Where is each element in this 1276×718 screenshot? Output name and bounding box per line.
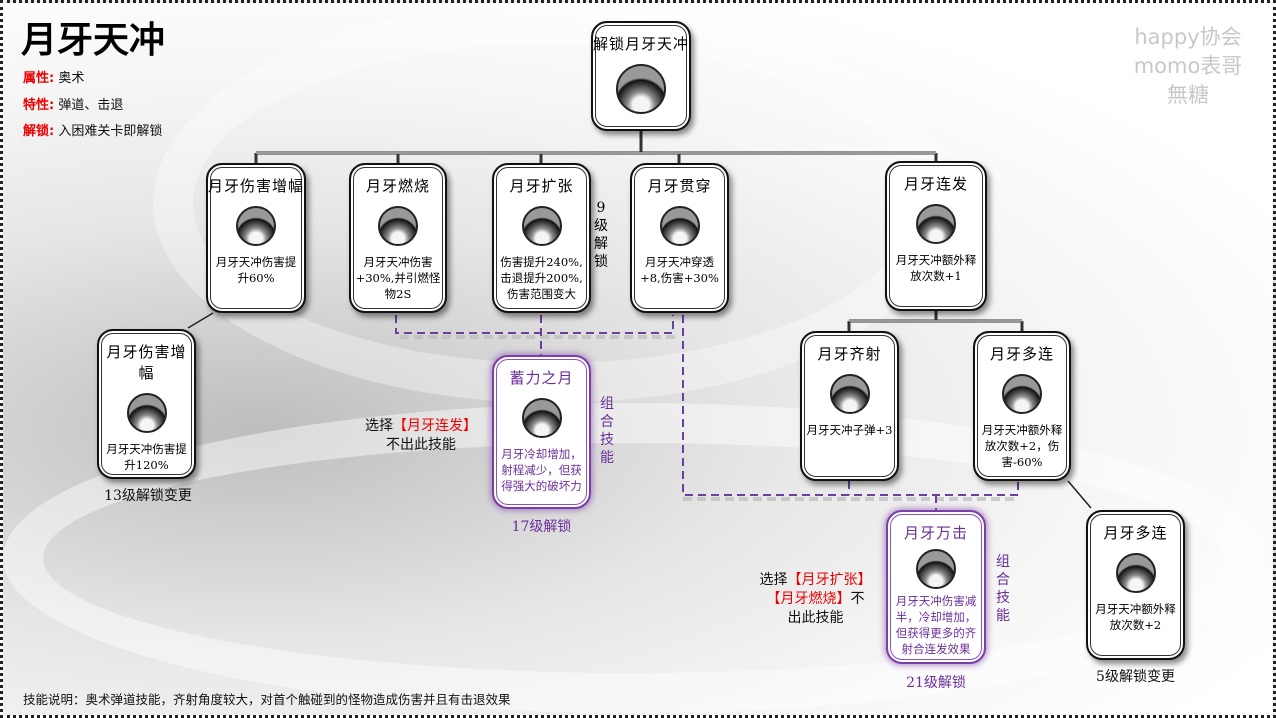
- attribute-label: 特性:: [23, 98, 55, 113]
- unlock-level-label: 13级解锁变更: [104, 488, 192, 504]
- card-title: 月牙多连: [1103, 524, 1168, 542]
- card-description: 月牙天冲额外释放次数+1: [895, 253, 977, 283]
- attribute-label: 解锁:: [23, 124, 55, 139]
- note-skill-name: 【月牙燃烧】: [766, 591, 851, 607]
- unlock-level-label: 17级解锁: [511, 519, 572, 535]
- attribute-value: 奥术: [58, 71, 85, 86]
- note-text: 不出此技能: [386, 437, 456, 453]
- card-title: 月牙万击: [903, 524, 968, 542]
- unlock-level-label: 21级解锁: [906, 675, 966, 691]
- attribute-value: 弹道、击退: [58, 98, 124, 113]
- attribute-value: 入困难关卡即解锁: [58, 124, 163, 139]
- skill-card-damage-boost[interactable]: 月牙伤害增幅 月牙天冲伤害提升60%: [206, 163, 306, 313]
- skill-card-pierce[interactable]: 月牙贯穿 月牙天冲穿透+8,伤害+30%: [630, 163, 729, 313]
- exclusion-note: 选择【月牙扩张】 【月牙燃烧】不 出此技能: [743, 571, 888, 628]
- skill-card-multishot[interactable]: 月牙连发 月牙天冲额外释放次数+1: [885, 161, 987, 311]
- card-description: 月牙天冲伤害提升60%: [215, 255, 297, 285]
- crescent-moon-icon: [1002, 374, 1042, 414]
- combo-connector: [682, 315, 1019, 510]
- card-description: 月牙冷却增加，射程减少，但获得强大的破坏力: [501, 447, 582, 493]
- skill-card-multi-chain[interactable]: 月牙多连 月牙天冲额外释放次数+2，伤害-60%: [973, 331, 1071, 481]
- crescent-moon-icon: [616, 64, 666, 114]
- combo-skill-label: 组合技能: [996, 554, 1010, 624]
- card-title: 月牙扩张: [509, 177, 574, 195]
- card-description: 月牙天冲伤害+30%,并引燃怪物2S: [355, 255, 441, 301]
- crescent-moon-icon: [236, 206, 276, 246]
- combo-skill-label: 组合技能: [600, 396, 614, 466]
- card-title: 蓄力之月: [509, 369, 574, 387]
- skill-description-note: 技能说明：奥术弹道技能，齐射角度较大，对首个触碰到的怪物造成伤害并且有击退效果: [23, 692, 511, 707]
- skill-card-burn[interactable]: 月牙燃烧 月牙天冲伤害+30%,并引燃怪物2S: [349, 163, 447, 313]
- card-description: 月牙天冲伤害减半，冷却增加，但获得更多的齐射合连发效果: [895, 594, 977, 656]
- skill-card-charged-moon[interactable]: 蓄力之月 月牙冷却增加，射程减少，但获得强大的破坏力: [492, 355, 591, 509]
- crescent-moon-icon: [659, 206, 700, 246]
- unlock-level-label: 9级解锁: [594, 200, 608, 270]
- skill-card-expand[interactable]: 月牙扩张 伤害提升240%,击退提升200%,伤害范围变大: [492, 163, 591, 313]
- card-description: 月牙天冲穿透+8,伤害+30%: [640, 255, 719, 285]
- watermark-line: 無糖: [1167, 83, 1209, 107]
- crescent-moon-icon: [829, 374, 870, 414]
- unlock-row: 解锁: 入困难关卡即解锁: [23, 120, 162, 139]
- attribute-label: 属性:: [23, 71, 55, 86]
- crescent-moon-icon: [126, 393, 167, 433]
- card-title: 月牙齐射: [817, 345, 882, 363]
- watermark-line: momo表哥: [1133, 54, 1243, 78]
- crescent-moon-icon: [378, 206, 418, 246]
- watermark-line: happy协会: [1134, 25, 1242, 49]
- skill-card-damage-boost-2[interactable]: 月牙伤害增幅 月牙天冲伤害提升120%: [97, 329, 196, 479]
- card-description: 月牙天冲子弹+3: [806, 423, 893, 437]
- skill-card-root[interactable]: 解锁月牙天冲: [591, 21, 691, 131]
- note-text: 选择: [365, 418, 393, 434]
- note-text: 出此技能: [787, 610, 844, 626]
- card-title: 月牙多连: [989, 345, 1054, 363]
- combo-connector: [395, 315, 674, 355]
- trait-row: 特性: 弹道、击退: [23, 94, 123, 113]
- skill-card-volley[interactable]: 月牙齐射 月牙天冲子弹+3: [800, 331, 899, 481]
- crescent-moon-icon: [916, 549, 956, 589]
- card-title: 月牙伤害增幅: [106, 343, 187, 382]
- card-title: 月牙伤害增幅: [208, 177, 305, 195]
- note-text: 不: [850, 591, 865, 607]
- card-description: 月牙天冲伤害提升120%: [106, 442, 187, 472]
- connector-lines: [187, 131, 1092, 510]
- arrow-connector: [1067, 480, 1092, 509]
- tree-connector: [254, 131, 938, 163]
- note-text: 选择: [759, 572, 788, 588]
- card-description: 伤害提升240%,击退提升200%,伤害范围变大: [500, 255, 583, 301]
- note-skill-name: 【月牙扩张】: [787, 572, 872, 588]
- attribute-row: 属性: 奥术: [23, 67, 84, 86]
- card-title: 月牙连发: [903, 175, 968, 193]
- card-description: 月牙天冲额外释放次数+2: [1095, 602, 1176, 632]
- crescent-moon-icon: [916, 204, 956, 244]
- crescent-moon-icon: [521, 398, 562, 438]
- skill-card-myriad-strike[interactable]: 月牙万击 月牙天冲伤害减半，冷却增加，但获得更多的齐射合连发效果: [886, 510, 986, 664]
- arrow-connector: [187, 312, 214, 329]
- card-description: 月牙天冲额外释放次数+2，伤害-60%: [981, 423, 1063, 469]
- card-title: 月牙贯穿: [647, 177, 712, 195]
- unlock-level-label: 5级解锁变更: [1096, 669, 1175, 685]
- card-title: 解锁月牙天冲: [593, 35, 690, 53]
- note-skill-name: 【月牙连发】: [393, 418, 477, 434]
- watermark: happy协会 momo表哥 無糖: [1113, 23, 1263, 110]
- skill-card-multi-chain-2[interactable]: 月牙多连 月牙天冲额外释放次数+2: [1086, 510, 1185, 660]
- card-title: 月牙燃烧: [365, 177, 430, 195]
- exclusion-note: 选择【月牙连发】 不出此技能: [351, 417, 491, 455]
- crescent-moon-icon: [1115, 553, 1156, 593]
- crescent-moon-icon: [521, 206, 562, 246]
- skill-title: 月牙天冲: [21, 20, 166, 61]
